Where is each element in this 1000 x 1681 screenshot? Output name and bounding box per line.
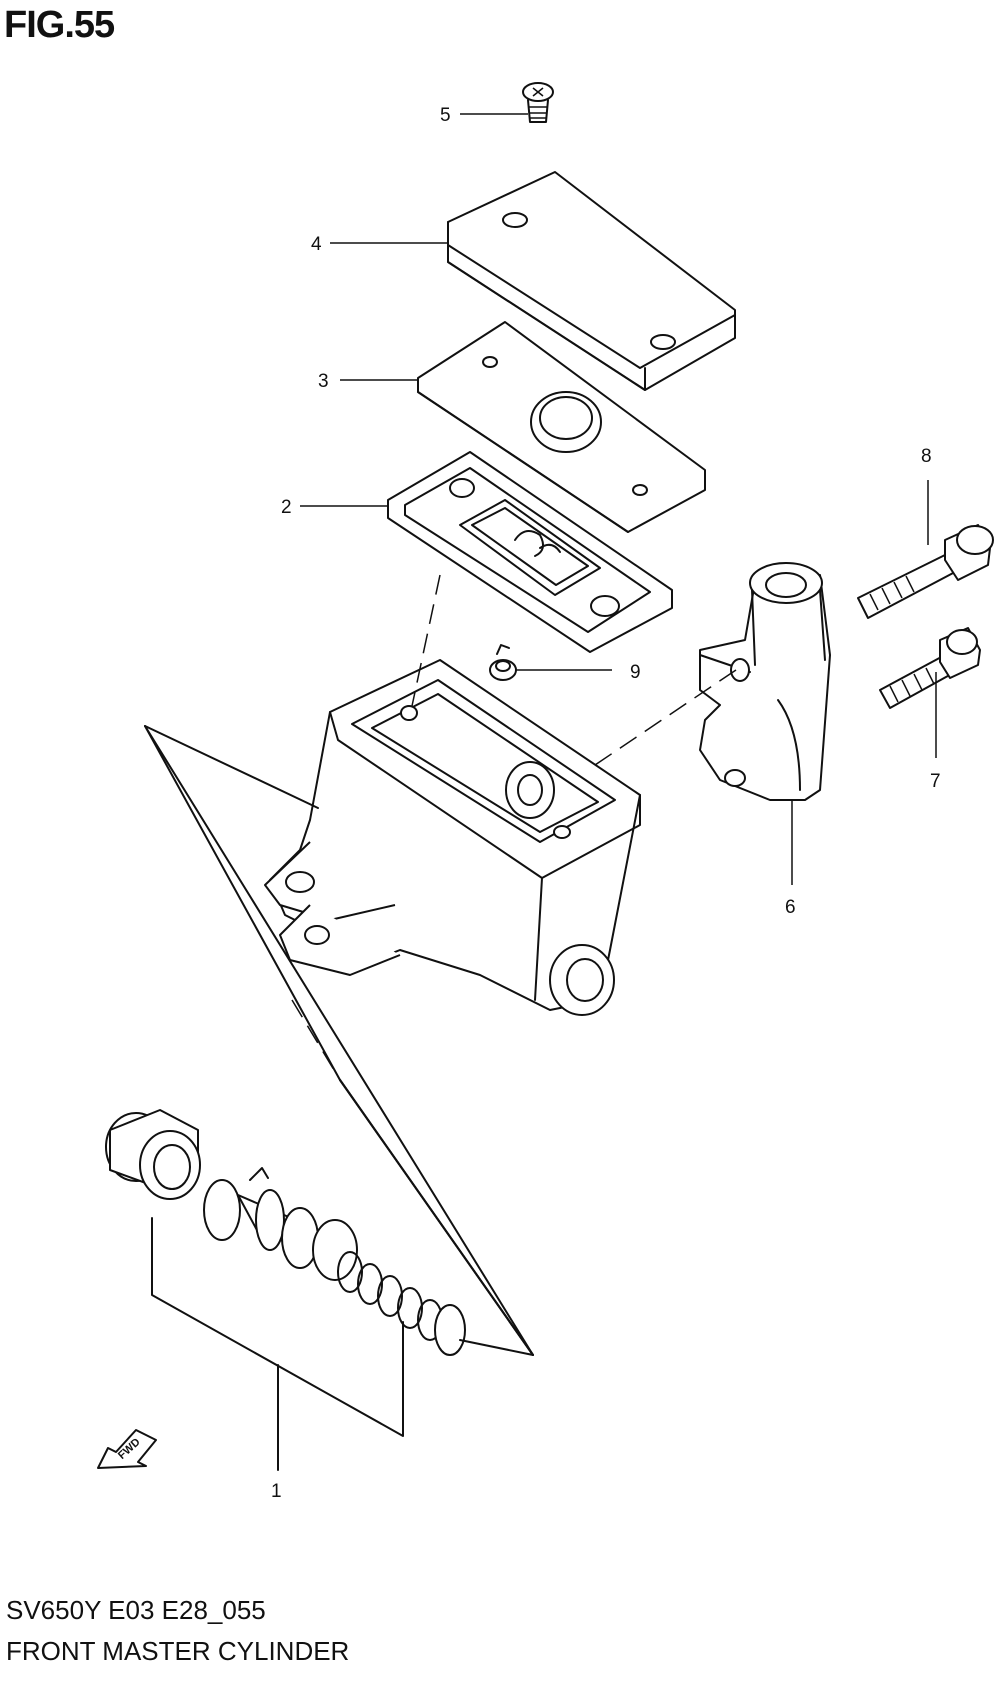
callout-7: 7 (930, 771, 941, 792)
part-5-screw[interactable] (522, 82, 554, 123)
part-1-piston-kit[interactable] (105, 1109, 466, 1356)
callout-3: 3 (318, 371, 329, 392)
callout-2: 2 (281, 497, 292, 518)
callout-labels: 5 4 3 2 9 8 7 6 1 (271, 105, 941, 1502)
callout-1: 1 (271, 1481, 282, 1502)
figure-name: FRONT MASTER CYLINDER (6, 1636, 350, 1666)
figure-title: FIG.55 (4, 4, 115, 46)
callout-6: 6 (785, 897, 796, 918)
part-2-diaphragm[interactable] (387, 451, 673, 653)
leader-lines (300, 113, 937, 885)
part-1-bracket (151, 1217, 404, 1471)
callout-4: 4 (311, 234, 322, 255)
part-3-diaphragm-plate[interactable] (417, 321, 706, 533)
part-4-reservoir-cap[interactable] (447, 171, 736, 391)
callout-8: 8 (921, 446, 932, 467)
part-8-bolt[interactable] (857, 524, 994, 619)
model-code: SV650Y E03 E28_055 (6, 1595, 266, 1625)
callout-5: 5 (440, 105, 451, 126)
part-9-nut[interactable] (489, 644, 517, 681)
part-7-bolt[interactable] (879, 627, 981, 709)
fwd-arrow-icon: FWD (97, 1429, 157, 1469)
callout-9: 9 (630, 662, 641, 683)
part-6-union-fitting[interactable] (699, 562, 831, 801)
master-cylinder-body[interactable] (264, 659, 641, 1016)
guide-lines (144, 574, 737, 1356)
